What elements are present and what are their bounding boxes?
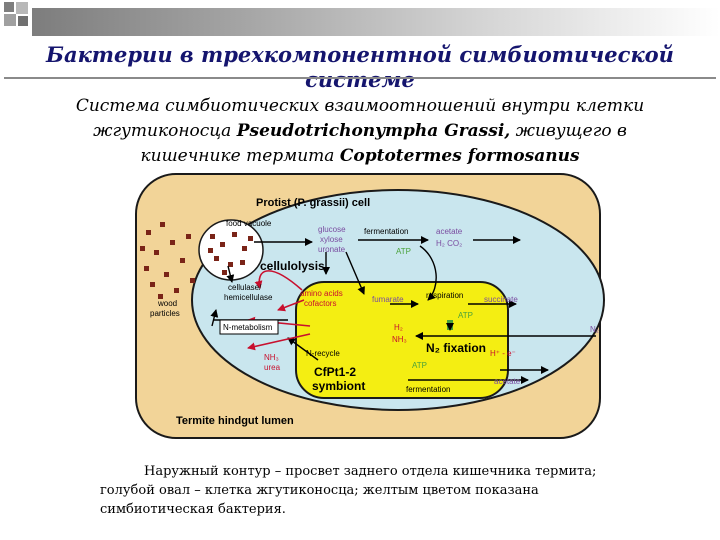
h2-co2-label: H₂ CO₂ <box>436 239 462 248</box>
subtitle-text: живущего в <box>515 121 627 141</box>
nh3-left-label: NH₃ <box>264 353 279 362</box>
hemicellulase-label: hemicellulase <box>224 293 273 302</box>
subtitle-text: жгутиконосца <box>93 121 232 141</box>
slide-title: Бактерии в трехкомпонентной симбиотическ… <box>46 42 674 92</box>
nh3-symbiont-label: NH₃ <box>392 335 407 344</box>
h2-label: H₂ <box>394 323 403 332</box>
cellulase-label: cellulase/ <box>228 283 262 292</box>
fermentation-top-label: fermentation <box>364 227 408 236</box>
title-bar-gradient <box>32 8 720 36</box>
respiration-label: respiration <box>426 291 463 300</box>
wood-particles <box>140 222 253 299</box>
slide-subtitle: Система симбиотических взаимоотношений в… <box>40 94 680 169</box>
lumen-label: Termite hindgut lumen <box>176 415 294 427</box>
figure-caption: Наружный контур – просвет заднего отдела… <box>100 462 660 519</box>
cofactors-label: cofactors <box>304 299 336 308</box>
sugar-xylose: xylose <box>320 235 343 244</box>
urea-label: urea <box>264 363 281 372</box>
acetate-low-label: acetate <box>494 377 521 386</box>
fermentation-low-label: fermentation <box>406 385 450 394</box>
fumarate-label: fumarate <box>372 295 404 304</box>
subtitle-line-2: жгутиконосца Pseudotrichonympha Grassi, … <box>40 119 680 144</box>
wood-label-1: wood <box>157 299 177 308</box>
symbiont-label-1: CfPt1-2 <box>314 365 356 379</box>
amino-acids-label: amino acids <box>300 289 343 298</box>
subtitle-line-1: Система симбиотических взаимоотношений в… <box>75 96 645 116</box>
succinate-label: succinate <box>484 295 518 304</box>
wood-label-2: particles <box>150 309 180 318</box>
n-recycle-label: N-recycle <box>306 349 340 358</box>
n-metabolism-label: N-metabolism <box>223 323 273 332</box>
food-vacuole-label: food vacuole <box>226 219 272 228</box>
n-metabolism-box <box>219 319 279 335</box>
atp-low-label: ATP <box>412 361 427 370</box>
protist-cell-label: Protist (P. grassii) cell <box>256 197 370 209</box>
caption-line-1: Наружный контур – просвет заднего отдела… <box>144 464 597 479</box>
atp-top-label: ATP <box>396 247 411 256</box>
species-name-protist: Pseudotrichonympha Grassi, <box>236 121 511 141</box>
sugar-glucose: glucose <box>318 225 346 234</box>
caption-line-3: симбиотическая бактерия. <box>100 502 286 517</box>
n2-label: N₂ <box>590 325 599 334</box>
subtitle-line-3: кишечнике термита Coptotermes formosanus <box>40 144 680 169</box>
symbiont-label-2: symbiont <box>312 379 365 393</box>
n2-fixation-label: N₂ fixation <box>426 341 486 355</box>
sugar-uronate: uronate <box>318 245 346 254</box>
atp-mid-label: ATP <box>458 311 473 320</box>
cellulolysis-label: cellulolysis <box>260 259 325 273</box>
acetate-top-label: acetate <box>436 227 463 236</box>
subtitle-text: кишечнике термита <box>140 146 335 166</box>
pathway-arrows <box>210 236 596 384</box>
caption-line-2: голубой овал – клетка жгутиконосца; желт… <box>100 483 539 498</box>
species-name-termite: Coptotermes formosanus <box>339 146 580 166</box>
symbiont-arrows <box>247 270 311 351</box>
symbiosis-diagram: Protist (P. grassii) cell food vacuole c… <box>128 170 608 442</box>
h-plus-label: H⁺ - e⁻ <box>490 349 516 358</box>
title-divider <box>4 77 716 79</box>
